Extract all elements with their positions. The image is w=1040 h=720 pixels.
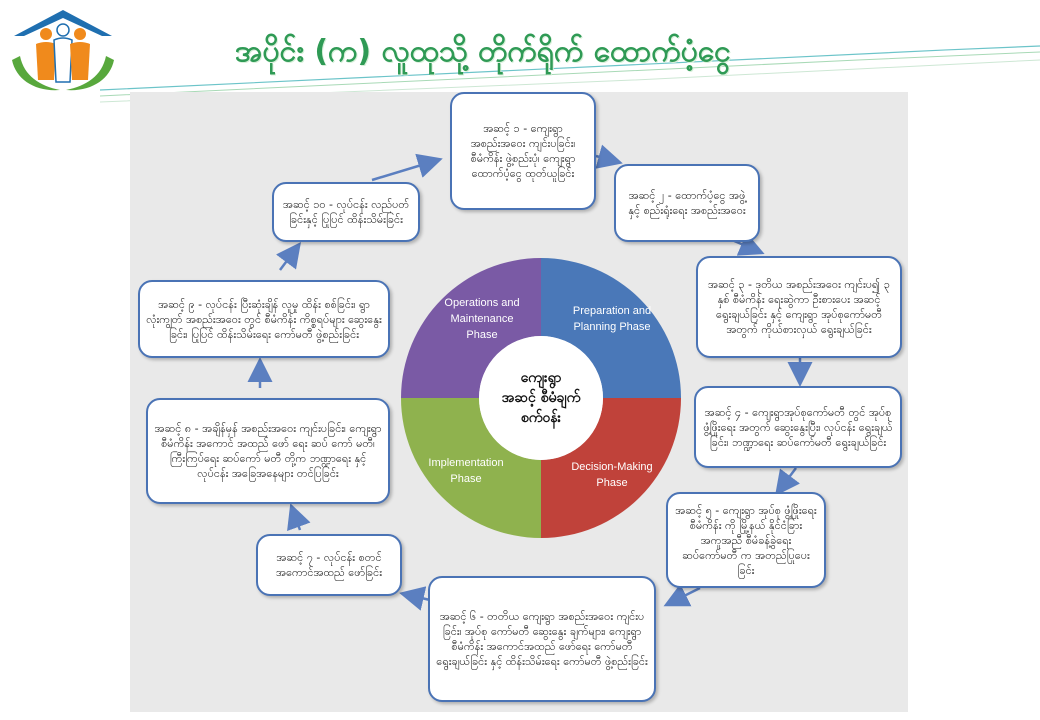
phase-label-decision-2: Phase bbox=[596, 477, 627, 489]
segment-implementation bbox=[401, 398, 541, 538]
step-2-box: အဆင့် ၂ - ထောက်ပံ့ငွေ အဖွဲ့ နှင့် စည်းရု… bbox=[614, 164, 760, 242]
step-7-text: အဆင့် ၇ - လုပ်ငန်း စတင် အကောင်အထည် ဖော်ခ… bbox=[275, 551, 383, 579]
arrow-5-to-6 bbox=[663, 583, 701, 607]
step-4-text: အဆင့် ၄ - ကျေးရွာအုပ်စုကော်မတီ တွင် အုပ်… bbox=[703, 405, 893, 449]
arrow-9-to-10 bbox=[276, 242, 301, 271]
step-8-text: အဆင့် ၈ - အချိန်မှန် အစည်းအဝေး ကျင်းပခြင… bbox=[154, 422, 382, 480]
logo-figure-head-right bbox=[74, 28, 86, 40]
phase-label-operations-2: Maintenance bbox=[451, 313, 514, 325]
logo-roof bbox=[14, 10, 112, 36]
arrow-7-to-8 bbox=[287, 503, 311, 532]
phase-label-operations: Operations and bbox=[444, 297, 519, 309]
step-8-box: အဆင့် ၈ - အချိန်မှန် အစည်းအဝေး ကျင်းပခြင… bbox=[146, 398, 390, 504]
phase-label-implementation-2: Phase bbox=[450, 473, 481, 485]
step-10-box: အဆင့် ၁၀ - လုပ်ငန်း လည်ပတ်ခြင်းနှင့် ပြု… bbox=[272, 182, 420, 242]
center-label-2: အဆင့် စီမံချက် bbox=[502, 389, 582, 408]
page-title: အပိုင်း (က) လူထုသို့ တိုက်ရိုက် ထောက်ပံ့… bbox=[235, 34, 731, 69]
step-1-text: အဆင့် ၁ - ကျေးရွာ အစည်းအဝေး ကျင်းပခြင်း၊… bbox=[470, 122, 576, 180]
logo-leaf-right bbox=[66, 56, 114, 91]
logo-figure-head-left bbox=[40, 28, 52, 40]
step-3-text: အဆင့် ၃ - ဒုတိယ အစည်းအဝေး ကျင်းပ၍ ၃ နှစ်… bbox=[708, 278, 890, 336]
step-5-box: အဆင့် ၅ - ကျေးရွာ အုပ်စု ဖွံ့ဖြိုးရေး စီ… bbox=[666, 492, 826, 588]
phase-label-operations-3: Phase bbox=[466, 329, 497, 341]
logo-figure-head-center bbox=[56, 23, 70, 37]
step-5-text: အဆင့် ၅ - ကျေးရွာ အုပ်စု ဖွံ့ဖြိုးရေး စီ… bbox=[675, 503, 817, 577]
arrow-1-to-2 bbox=[595, 144, 623, 169]
phase-label-implementation: Implementation bbox=[428, 457, 503, 469]
step-3-box: အဆင့် ၃ - ဒုတိယ အစည်းအဝေး ကျင်းပ၍ ၃ နှစ်… bbox=[696, 256, 902, 358]
logo-figure-body-right bbox=[70, 42, 90, 80]
step-9-text: အဆင့် ၉ - လုပ်ငန်း ပြီးဆုံးချိန် လူမှု ထ… bbox=[146, 297, 382, 341]
arrow-10-to-1 bbox=[371, 153, 443, 182]
arrow-6-to-7 bbox=[399, 586, 431, 611]
step-1-box: အဆင့် ၁ - ကျေးရွာ အစည်းအဝေး ကျင်းပခြင်း၊… bbox=[450, 92, 596, 210]
center-circle bbox=[479, 336, 603, 460]
logo-leaf-left bbox=[12, 56, 60, 91]
arrow-2-to-3 bbox=[731, 232, 765, 256]
step-10-text: အဆင့် ၁၀ - လုပ်ငန်း လည်ပတ်ခြင်းနှင့် ပြု… bbox=[282, 198, 410, 226]
phase-label-preparation-2: Planning Phase bbox=[573, 321, 650, 333]
step-7-box: အဆင့် ၇ - လုပ်ငန်း စတင် အကောင်အထည် ဖော်ခ… bbox=[256, 534, 402, 596]
step-4-box: အဆင့် ၄ - ကျေးရွာအုပ်စုကော်မတီ တွင် အုပ်… bbox=[694, 386, 902, 468]
phase-label-preparation: Preparation and bbox=[573, 305, 651, 317]
step-9-box: အဆင့် ၉ - လုပ်ငန်း ပြီးဆုံးချိန် လူမှု ထ… bbox=[138, 280, 390, 358]
logo-figure-body-center bbox=[53, 37, 73, 83]
phase-label-decision: Decision-Making bbox=[571, 461, 652, 473]
logo bbox=[12, 10, 114, 91]
logo-figure-body-left bbox=[36, 42, 56, 80]
center-label-3: စက်ဝန်း bbox=[521, 409, 562, 429]
segment-preparation-planning bbox=[541, 258, 681, 398]
segment-operations-maintenance bbox=[401, 258, 541, 398]
segment-decision-making bbox=[541, 398, 681, 538]
step-6-text: အဆင့် ၆ - တတိယ ကျေးရွာ အစည်းအဝေး ကျင်းပခ… bbox=[436, 610, 648, 668]
step-6-box: အဆင့် ၆ - တတိယ ကျေးရွာ အစည်းအဝေး ကျင်းပခ… bbox=[428, 576, 656, 702]
center-label-1: ကျေးရွာ bbox=[521, 370, 562, 389]
step-2-text: အဆင့် ၂ - ထောက်ပံ့ငွေ အဖွဲ့ နှင့် စည်းရု… bbox=[628, 189, 746, 217]
arrow-4-to-5 bbox=[775, 467, 800, 496]
